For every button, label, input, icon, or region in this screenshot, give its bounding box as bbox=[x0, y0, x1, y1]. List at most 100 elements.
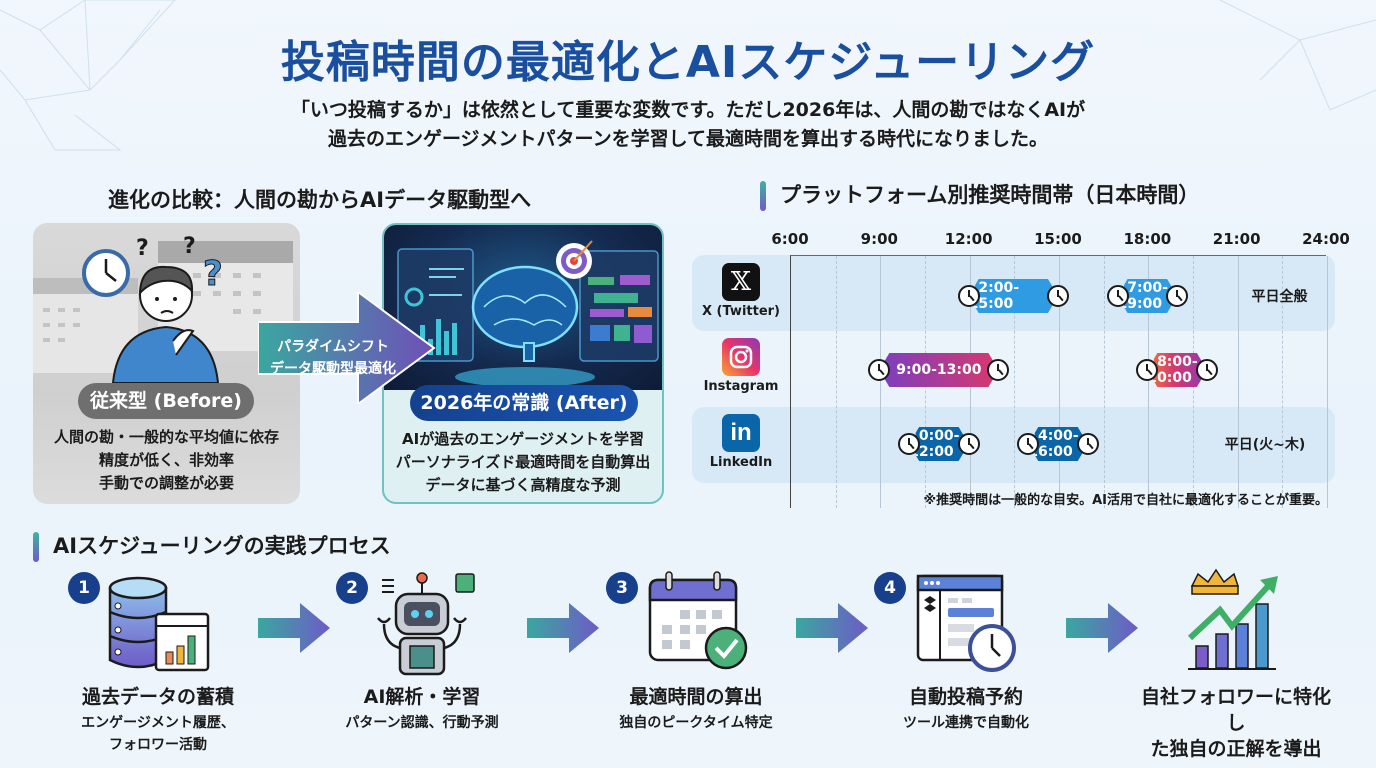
clock-icon bbox=[1017, 433, 1040, 455]
subtitle-line: 「いつ投稿するか」は依然として重要な変数です。ただし2026年は、人間の勘ではな… bbox=[290, 99, 1086, 121]
platform-name: LinkedIn bbox=[709, 455, 773, 470]
timeline-heading: プラットフォーム別推奨時間帯（日本時間） bbox=[760, 179, 1199, 211]
platform-instagram: Instagram bbox=[692, 338, 790, 394]
time-tick-label: 15:00 bbox=[1034, 230, 1082, 248]
grid-line bbox=[1327, 256, 1328, 508]
clock-icon bbox=[1195, 359, 1218, 381]
step-number-badge: 2 bbox=[336, 572, 368, 604]
process-arrow-2 bbox=[527, 603, 599, 653]
platform-name: X (Twitter) bbox=[702, 304, 780, 319]
time-slot-bar: 18:00-20:00 bbox=[1147, 353, 1207, 387]
time-tick-label: 24:00 bbox=[1302, 230, 1350, 248]
comparison-heading: 進化の比較：人間の勘からAIデータ駆動型へ bbox=[108, 188, 532, 212]
confused-person-illustration: ? ? ? bbox=[33, 234, 293, 383]
clock-icon bbox=[1076, 433, 1099, 455]
after-description: AIが過去のエンゲージメントを学習 パーソナライズド最適時間を自動算出 データに… bbox=[384, 428, 662, 497]
step-description: エンゲージメント履歴、 フォロワー活動 bbox=[58, 712, 258, 756]
step-description-line: エンゲージメント履歴、 bbox=[81, 715, 235, 731]
grid-line bbox=[880, 256, 882, 508]
clock-icon bbox=[1166, 285, 1189, 307]
platform-name: Instagram bbox=[703, 379, 779, 394]
clock-icon bbox=[868, 359, 891, 381]
process-step-2: 2 AI解析・学習 パターン認識、行動予測 bbox=[322, 568, 522, 734]
before-description: 人間の勘・一般的な平均値に依存 精度が低く、非効率 手動での調整が必要 bbox=[33, 426, 300, 495]
shift-line: パラダイムシフト bbox=[277, 339, 389, 355]
shift-line: データ駆動型最適化 bbox=[270, 361, 396, 377]
outcome-title: 自社フォロワーに特化し た独自の正解を導出 bbox=[1136, 684, 1336, 762]
process-step-1: 1 過去データの蓄積 エンゲージメント履歴、 フォロワー活動 bbox=[58, 568, 258, 756]
grid-line bbox=[1237, 256, 1239, 508]
ai-brain-illustration bbox=[384, 225, 662, 390]
svg-text:?: ? bbox=[136, 236, 149, 261]
after-card: 2026年の常識 (After) AIが過去のエンゲージメントを学習 パーソナラ… bbox=[382, 223, 664, 504]
svg-text:?: ? bbox=[183, 234, 196, 259]
platform-linkedin: in LinkedIn bbox=[692, 414, 790, 470]
time-slot-bar: 9:00-13:00 bbox=[879, 353, 998, 387]
calendar-check-icon bbox=[648, 571, 748, 670]
outcome-title-line: 自社フォロワーに特化し bbox=[1140, 686, 1331, 734]
process-step-4: 4 自動投稿予約 ツール連携で自動化 bbox=[866, 568, 1066, 734]
process-arrow-1 bbox=[258, 603, 330, 653]
step-title: AI解析・学習 bbox=[363, 686, 481, 708]
platform-note: 平日全般 bbox=[1251, 289, 1308, 305]
step-title: 過去データの蓄積 bbox=[81, 686, 234, 708]
instagram-logo-icon bbox=[722, 338, 760, 376]
page-subtitle: 「いつ投稿するか」は依然として重要な変数です。ただし2026年は、人間の勘ではな… bbox=[0, 96, 1376, 154]
clock-icon bbox=[987, 359, 1010, 381]
clock-icon bbox=[957, 285, 980, 307]
linkedin-logo-icon: in bbox=[722, 414, 760, 452]
grid-line bbox=[1282, 256, 1284, 508]
before-card: ? ? ? 従来型 (Before) 人間の勘・一般的な平均値に依存 精度が低く… bbox=[33, 223, 300, 504]
step-description: 独自のピークタイム特定 bbox=[596, 712, 796, 734]
grid-line bbox=[1148, 256, 1150, 508]
clock-icon bbox=[1136, 359, 1159, 381]
step-number-badge: 4 bbox=[874, 572, 906, 604]
process-arrow-4 bbox=[1066, 603, 1138, 653]
timeline-footnote: ※推奨時間は一般的な目安。AI活用で自社に最適化することが重要。 bbox=[923, 493, 1328, 508]
page-title: 投稿時間の最適化とAIスケジューリング bbox=[280, 37, 1096, 88]
grid-line bbox=[835, 256, 837, 508]
process-heading: AIスケジューリングの実践プロセス bbox=[33, 530, 391, 562]
step-description-line: フォロワー活動 bbox=[109, 737, 207, 753]
growth-chart-crown-icon bbox=[1187, 568, 1278, 670]
database-chart-icon bbox=[108, 576, 210, 672]
subtitle-line: 過去のエンゲージメントパターンを学習して最適時間を算出する時代になりました。 bbox=[327, 128, 1049, 150]
after-line: データに基づく高精度な予測 bbox=[425, 476, 621, 494]
before-line: 人間の勘・一般的な平均値に依存 bbox=[53, 428, 279, 446]
step-title: 最適時間の算出 bbox=[629, 686, 763, 708]
timeline-heading-text: プラットフォーム別推奨時間帯（日本時間） bbox=[780, 183, 1200, 207]
heading-accent-bar bbox=[760, 181, 766, 211]
clock-icon bbox=[1047, 285, 1069, 307]
time-tick-label: 6:00 bbox=[771, 230, 809, 248]
time-slot-bar: 12:00-15:00 bbox=[969, 279, 1058, 313]
x-logo-icon: 𝕏 bbox=[722, 263, 760, 301]
paradigm-shift-text: パラダイムシフト データ駆動型最適化 bbox=[258, 336, 408, 380]
scheduler-window-clock-icon bbox=[916, 574, 1016, 672]
process-arrow-3 bbox=[796, 603, 868, 653]
platform-note: 平日(火~木) bbox=[1224, 437, 1306, 453]
svg-text:?: ? bbox=[203, 254, 223, 294]
process-heading-text: AIスケジューリングの実践プロセス bbox=[53, 534, 391, 558]
heading-accent-bar bbox=[33, 532, 39, 562]
platform-x: 𝕏 X (Twitter) bbox=[692, 263, 790, 319]
time-tick-label: 12:00 bbox=[944, 230, 993, 248]
before-line: 手動での調整が必要 bbox=[98, 474, 234, 492]
step-description-line: パターン認識、行動予測 bbox=[345, 715, 499, 731]
step-title: 自動投稿予約 bbox=[908, 686, 1023, 708]
grid-line bbox=[1059, 256, 1060, 508]
clock-icon bbox=[898, 433, 921, 455]
time-tick-label: 18:00 bbox=[1123, 230, 1172, 248]
clock-icon bbox=[1106, 285, 1129, 307]
step-description-line: ツール連携で自動化 bbox=[903, 715, 1029, 731]
clock-icon bbox=[957, 433, 980, 455]
after-line: AIが過去のエンゲージメントを学習 bbox=[402, 430, 644, 448]
time-tick-label: 9:00 bbox=[860, 230, 898, 248]
step-description: ツール連携で自動化 bbox=[866, 712, 1066, 734]
row-background-linkedin bbox=[692, 407, 1335, 483]
after-label: 2026年の常識 (After) bbox=[410, 385, 638, 421]
grid-line bbox=[1014, 256, 1016, 508]
after-line: パーソナライズド最適時間を自動算出 bbox=[395, 453, 651, 471]
grid-line bbox=[1103, 256, 1105, 508]
process-step-3: 3 最適時間の算出 独自のピークタイム特定 bbox=[596, 568, 796, 734]
step-description-line: 独自のピークタイム特定 bbox=[619, 715, 773, 731]
